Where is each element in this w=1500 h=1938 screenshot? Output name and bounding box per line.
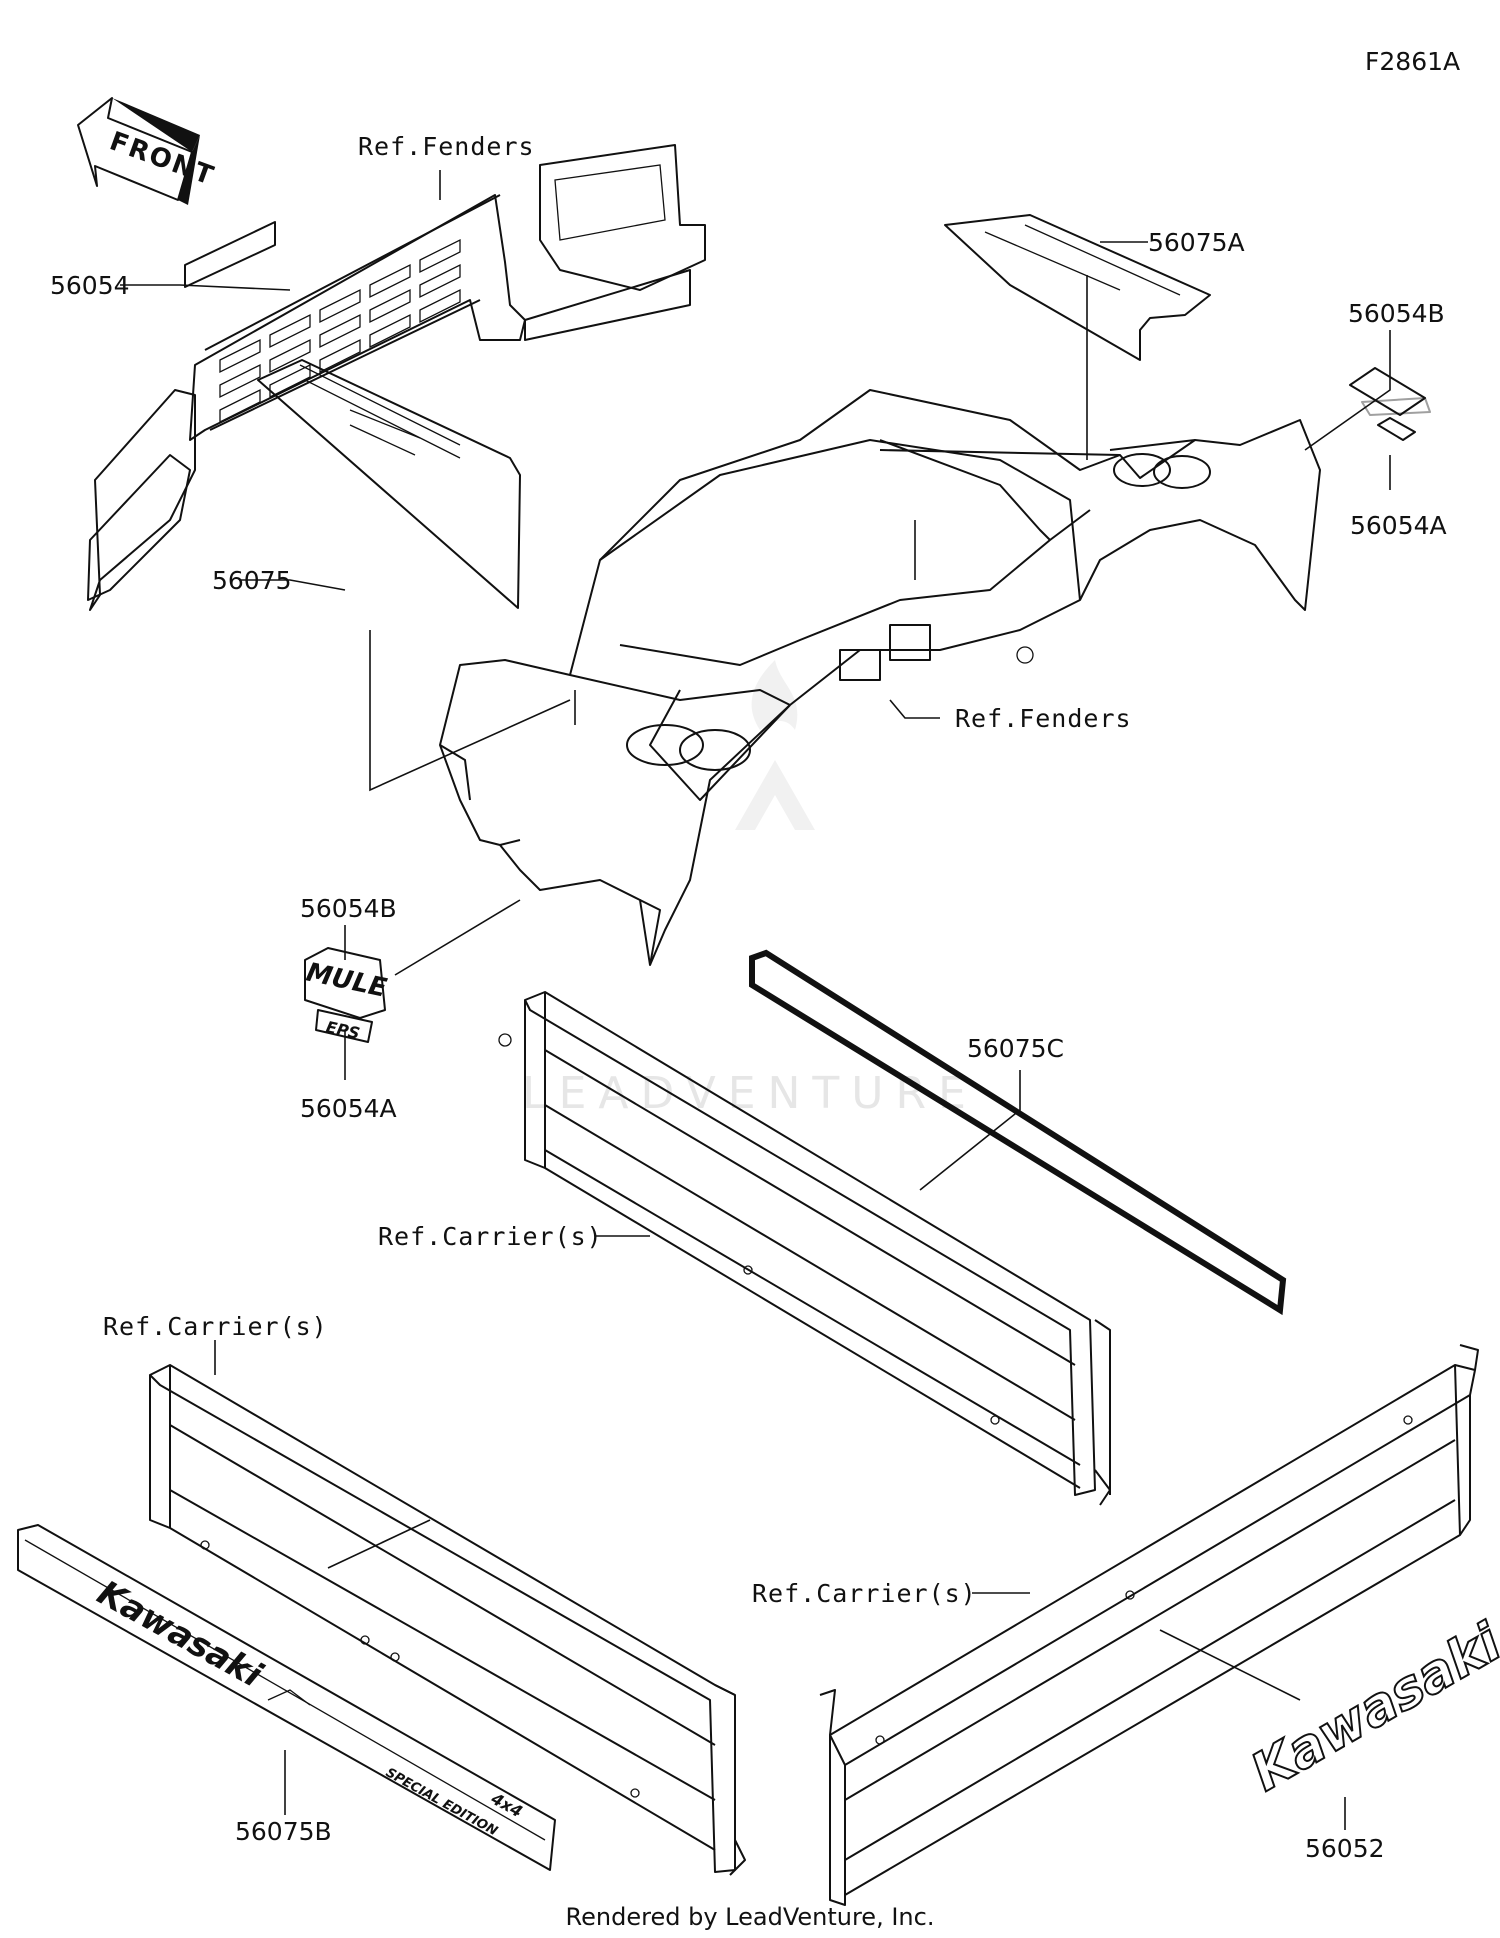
callout-56054B-right: 56054B	[1348, 299, 1445, 328]
decal-56075A-part	[944, 214, 1211, 361]
rear-body-part	[439, 389, 1321, 966]
callout-56075: 56075	[212, 566, 292, 595]
decal-56075C-part	[749, 949, 1287, 1316]
tailgate-left-part	[149, 1364, 746, 1876]
callout-56054A-left: 56054A	[300, 1094, 397, 1123]
callout-ref-fenders-top: Ref.Fenders	[358, 132, 535, 161]
callout-ref-carriers-right: Ref.Carrier(s)	[752, 1579, 977, 1608]
callout-56052: 56052	[1305, 1834, 1385, 1863]
watermark-logo	[735, 660, 815, 830]
footer-credit: Rendered by LeadVenture, Inc.	[566, 1903, 935, 1931]
callout-56054: 56054	[50, 271, 130, 300]
callout-56054A-right: 56054A	[1350, 511, 1447, 540]
kawasaki-decal-left: Kawasaki	[91, 1573, 270, 1696]
figure-code: F2861A	[1365, 47, 1460, 76]
callout-56075C: 56075C	[967, 1034, 1064, 1063]
special-edition-decal: SPECIAL EDITION	[383, 1765, 500, 1839]
fourbyfour-decal: 4x4	[487, 1788, 526, 1821]
callout-56075A: 56075A	[1148, 228, 1245, 257]
callout-ref-fenders-mid: Ref.Fenders	[955, 704, 1132, 733]
leader-lines	[120, 170, 1391, 1830]
badge-56054-right-part	[1349, 367, 1431, 441]
tailgate-middle-part	[498, 991, 1111, 1506]
callout-ref-carriers-left: Ref.Carrier(s)	[103, 1312, 328, 1341]
callout-56054B-left: 56054B	[300, 894, 397, 923]
badge-mule-eps-part: MULE EPS	[304, 947, 390, 1043]
callout-ref-carriers-mid: Ref.Carrier(s)	[378, 1222, 603, 1251]
callout-56075B: 56075B	[235, 1817, 332, 1846]
watermark-text: LEADVENTURE	[522, 1068, 978, 1119]
front-arrow-icon	[77, 97, 200, 205]
eps-logo: EPS	[324, 1017, 361, 1043]
front-arrow-label: FRONT	[106, 126, 219, 192]
decal-56054-part	[184, 221, 276, 288]
tailgate-right-part	[819, 1344, 1479, 1906]
front-cowl-part	[87, 144, 706, 611]
mule-logo: MULE	[304, 958, 390, 1004]
decal-56075-part	[257, 359, 521, 609]
